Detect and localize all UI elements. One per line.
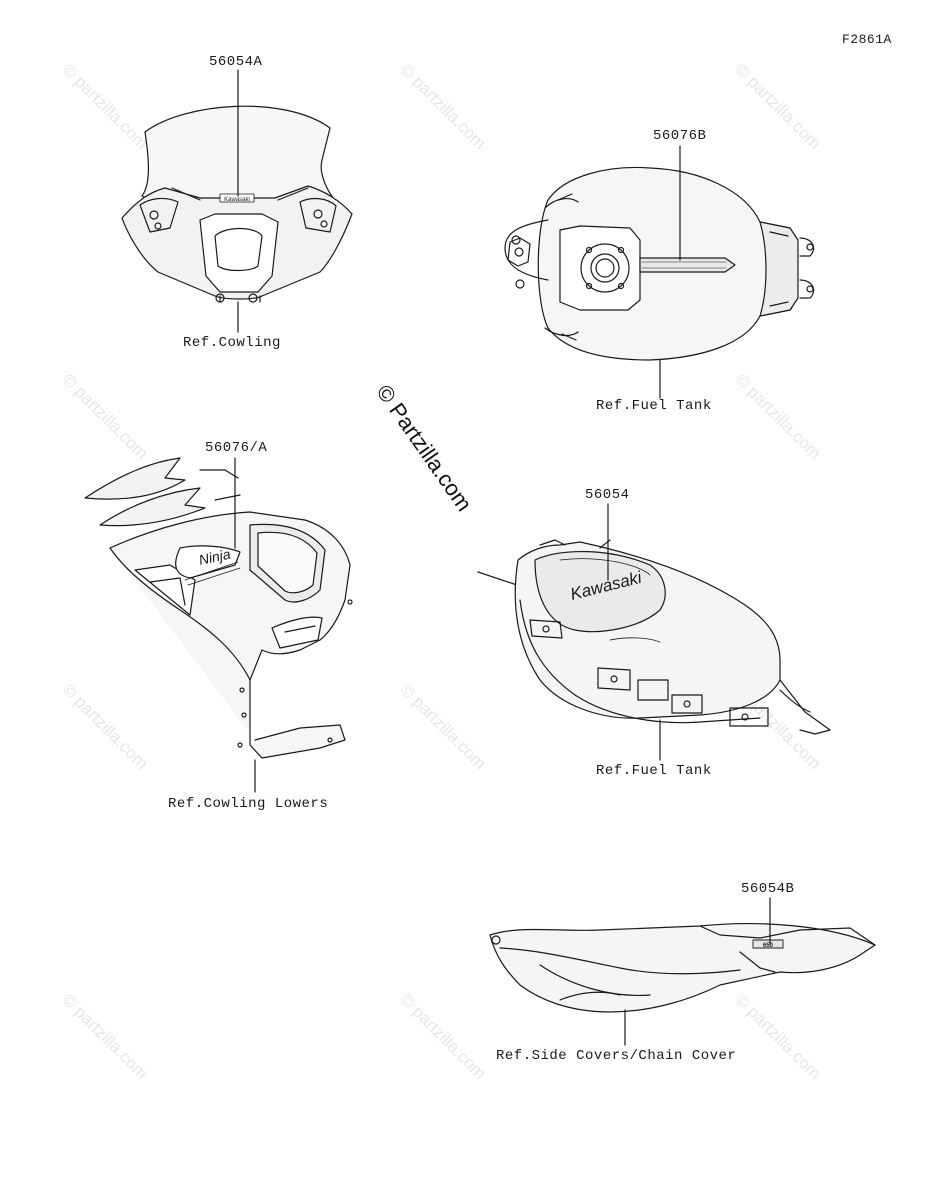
tail-650-logo: 650: [763, 943, 774, 949]
fuel-tank-side-drawing: Kawasaki: [477, 539, 831, 735]
ref-cowling-lowers-label[interactable]: Ref.Cowling Lowers: [168, 796, 329, 812]
ref-fuel-tank-side-label[interactable]: Ref.Fuel Tank: [596, 763, 712, 779]
side-covers-drawing: 650: [489, 923, 876, 1013]
callout-56076B[interactable]: 56076B: [653, 128, 707, 144]
ref-cowling-label[interactable]: Ref.Cowling: [183, 335, 281, 351]
cowling-lowers-drawing: Ninja: [84, 457, 353, 759]
callout-56054A[interactable]: 56054A: [209, 54, 263, 70]
ref-fuel-tank-top-label[interactable]: Ref.Fuel Tank: [596, 398, 712, 414]
ref-side-covers-label[interactable]: Ref.Side Covers/Chain Cover: [496, 1048, 737, 1064]
figure-code: F2861A: [842, 32, 892, 47]
fairing-ninja-logo: Ninja: [197, 546, 232, 568]
windscreen-cowling-drawing: Kawasaki: [121, 105, 353, 303]
fuel-tank-top-drawing: [504, 166, 815, 361]
callout-56054B[interactable]: 56054B: [741, 881, 795, 897]
callout-56054[interactable]: 56054: [585, 487, 630, 503]
windscreen-kawasaki-logo: Kawasaki: [224, 197, 250, 203]
callout-56076A[interactable]: 56076/A: [205, 440, 268, 456]
